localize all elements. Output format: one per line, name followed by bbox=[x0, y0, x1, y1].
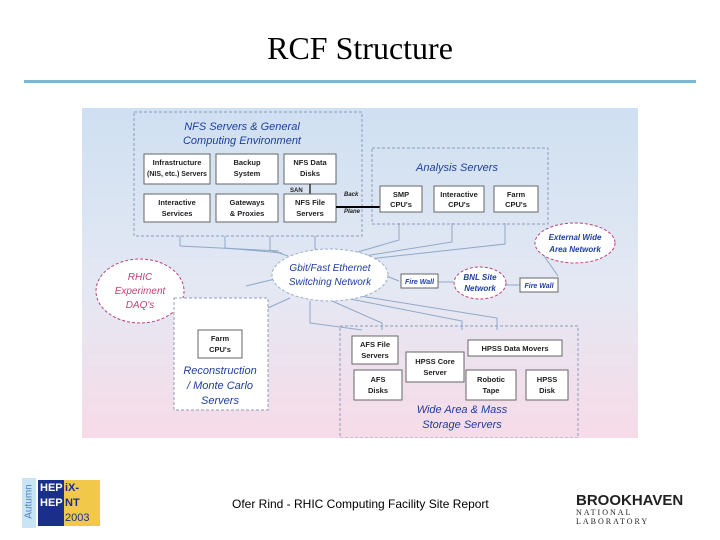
svg-text:Interactive: Interactive bbox=[440, 190, 478, 199]
svg-text:Servers: Servers bbox=[296, 209, 324, 218]
svg-text:Farm: Farm bbox=[507, 190, 526, 199]
san-label: SAN bbox=[290, 188, 303, 194]
afs-disks-box bbox=[353, 369, 403, 401]
svg-text:AFS: AFS bbox=[371, 375, 386, 384]
svg-text:Gbit/Fast Ethernet: Gbit/Fast Ethernet bbox=[289, 263, 371, 274]
svg-text:Server: Server bbox=[423, 368, 446, 377]
svg-text:External Wide: External Wide bbox=[549, 233, 602, 242]
svg-text:Network: Network bbox=[464, 284, 496, 293]
svg-text:HPSS Core: HPSS Core bbox=[415, 357, 455, 366]
reconstruction-group: Farm CPU's Reconstruction / Monte Carlo … bbox=[173, 297, 269, 411]
back-label: Back bbox=[344, 192, 359, 198]
network-links bbox=[179, 223, 559, 331]
svg-text:NFS Data: NFS Data bbox=[293, 158, 327, 167]
svg-text:DAQ's: DAQ's bbox=[126, 300, 155, 311]
svg-text:Fire Wall: Fire Wall bbox=[524, 283, 554, 290]
svg-text:Backup: Backup bbox=[233, 158, 261, 167]
svg-text:Services: Services bbox=[162, 209, 193, 218]
svg-text:/ Monte Carlo: / Monte Carlo bbox=[186, 380, 253, 392]
svg-text:Robotic: Robotic bbox=[477, 375, 505, 384]
svg-text:Area Network: Area Network bbox=[548, 245, 601, 254]
svg-text:System: System bbox=[234, 169, 261, 178]
svg-text:Experiment: Experiment bbox=[115, 286, 167, 297]
footer-text: Ofer Rind - RHIC Computing Facility Site… bbox=[232, 497, 489, 511]
plane-label: Plane bbox=[344, 209, 361, 215]
nfs-title-2: Computing Environment bbox=[183, 135, 302, 147]
nfs-file-servers-box bbox=[283, 193, 337, 223]
nfs-title-1: NFS Servers & General bbox=[184, 121, 300, 133]
svg-text:SMP: SMP bbox=[393, 190, 409, 199]
farm-cpus-box bbox=[493, 185, 539, 213]
slide-title: RCF Structure bbox=[267, 30, 453, 66]
svg-text:AFS File: AFS File bbox=[360, 340, 390, 349]
bnl-site-network-node: BNL Site Network bbox=[453, 266, 507, 300]
svg-text:CPU's: CPU's bbox=[505, 200, 527, 209]
nfs-data-disks-box bbox=[283, 153, 337, 185]
svg-text:Fire Wall: Fire Wall bbox=[405, 279, 435, 286]
svg-text:Interactive: Interactive bbox=[158, 198, 196, 207]
rcf-structure-diagram: NFS Servers & General Computing Environm… bbox=[82, 108, 638, 438]
svg-text:HPSS Data Movers: HPSS Data Movers bbox=[481, 344, 548, 353]
autumn-strip: Autumn bbox=[22, 478, 36, 528]
hpss-data-movers-box bbox=[467, 339, 563, 357]
svg-text:HPSS: HPSS bbox=[537, 375, 557, 384]
firewall-2: Fire Wall bbox=[519, 277, 559, 293]
svg-text:Disk: Disk bbox=[539, 386, 556, 395]
hepix-block: HEP iX- HEP NT 2003 bbox=[38, 480, 100, 526]
svg-text:(NIS, etc.) Servers: (NIS, etc.) Servers bbox=[147, 171, 207, 178]
svg-text:Wide Area & Mass: Wide Area & Mass bbox=[417, 404, 508, 416]
hpss-disk-box bbox=[525, 369, 569, 401]
brookhaven-logo: BROOKHAVEN NATIONAL LABORATORY bbox=[576, 492, 706, 526]
hpss-core-server-box bbox=[405, 351, 465, 383]
infrastructure-box bbox=[143, 153, 211, 185]
external-wan-node: External Wide Area Network bbox=[534, 222, 616, 264]
svg-text:Disks: Disks bbox=[300, 169, 320, 178]
smp-cpus-box bbox=[379, 185, 423, 213]
backup-box bbox=[215, 153, 279, 185]
svg-text:BNL Site: BNL Site bbox=[463, 273, 497, 282]
svg-text:CPU's: CPU's bbox=[209, 345, 231, 354]
svg-text:RHIC: RHIC bbox=[128, 272, 153, 283]
svg-text:Gateways: Gateways bbox=[229, 198, 264, 207]
hepix-hepnt-logo: Autumn HEP iX- HEP NT 2003 bbox=[22, 478, 104, 528]
interactive-cpus-box bbox=[433, 185, 485, 213]
svg-text:Switching Network: Switching Network bbox=[289, 277, 372, 288]
svg-text:NFS File: NFS File bbox=[295, 198, 325, 207]
analysis-title: Analysis Servers bbox=[415, 162, 498, 174]
brookhaven-name: BROOKHAVEN bbox=[576, 492, 684, 509]
svg-text:Tape: Tape bbox=[483, 386, 500, 395]
svg-text:CPU's: CPU's bbox=[390, 200, 412, 209]
title-underline bbox=[24, 80, 696, 83]
robotic-tape-box bbox=[465, 369, 517, 401]
recon-farm-cpus-box bbox=[197, 329, 243, 359]
svg-text:Storage Servers: Storage Servers bbox=[422, 419, 502, 431]
storage-servers-group: AFS File Servers HPSS Core Server HPSS D… bbox=[339, 325, 579, 438]
autumn-label: Autumn bbox=[23, 484, 35, 519]
svg-text:CPU's: CPU's bbox=[448, 200, 470, 209]
brookhaven-sub: NATIONAL LABORATORY bbox=[576, 508, 650, 526]
svg-text:Reconstruction: Reconstruction bbox=[183, 365, 256, 377]
svg-text:Servers: Servers bbox=[201, 395, 239, 407]
svg-text:Infrastructure: Infrastructure bbox=[153, 158, 202, 167]
ethernet-switching-node: Gbit/Fast Ethernet Switching Network bbox=[271, 248, 389, 302]
svg-text:& Proxies: & Proxies bbox=[230, 209, 265, 218]
analysis-servers-group: Analysis Servers Back Plane SMP CPU's In… bbox=[336, 147, 549, 225]
nfs-servers-group: NFS Servers & General Computing Environm… bbox=[133, 111, 363, 237]
gateways-box bbox=[215, 193, 279, 223]
svg-text:Servers: Servers bbox=[361, 351, 389, 360]
firewall-1: Fire Wall bbox=[400, 273, 439, 289]
interactive-services-box bbox=[143, 193, 211, 223]
afs-file-servers-box bbox=[351, 335, 399, 365]
rhic-daq-node: RHIC Experiment DAQ's bbox=[95, 258, 185, 324]
svg-text:Farm: Farm bbox=[211, 334, 230, 343]
svg-text:Disks: Disks bbox=[368, 386, 388, 395]
